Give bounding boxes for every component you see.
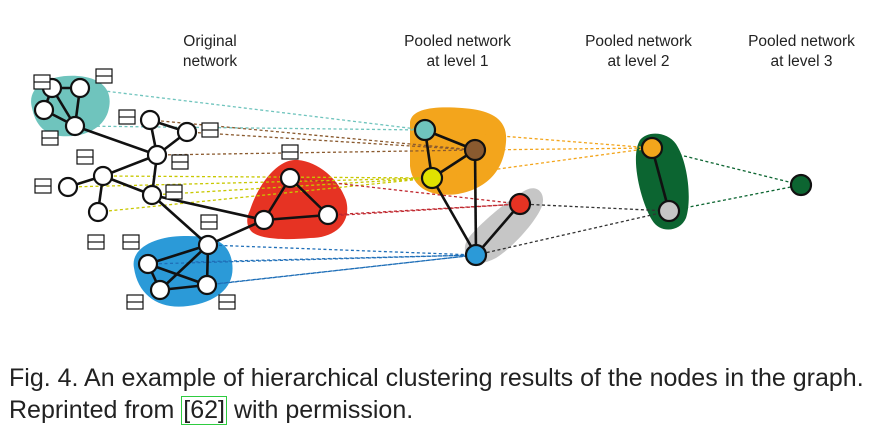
- node: [196, 274, 218, 296]
- dashed-lines-level2: [424, 129, 670, 256]
- node: [92, 165, 114, 187]
- node: [57, 176, 79, 198]
- node: [317, 204, 339, 226]
- node: [279, 167, 301, 189]
- level1-nodes: [413, 118, 532, 267]
- header-level1-line2: at level 1: [426, 53, 489, 70]
- node: [137, 253, 159, 275]
- node: [87, 201, 109, 223]
- figure-caption: Fig. 4. An example of hierarchical clust…: [9, 362, 889, 426]
- node: [253, 209, 275, 231]
- caption-prefix: Fig. 4. An example of hierarchical clust…: [9, 364, 864, 424]
- original-network-nodes: [33, 77, 339, 301]
- header-level2-line2: at level 2: [607, 53, 670, 70]
- node-teal: [413, 118, 437, 142]
- dashed-lines-level3: [651, 147, 802, 212]
- node-red: [508, 192, 532, 216]
- header-level2: Pooled network at level 2: [566, 32, 711, 72]
- level3-node: [789, 173, 813, 197]
- header-original: Original network: [150, 32, 270, 72]
- node-brown: [463, 138, 487, 162]
- node: [149, 279, 171, 301]
- clustering-figure: [31, 68, 813, 310]
- node: [176, 121, 198, 143]
- node-gray: [657, 199, 681, 223]
- header-original-line1: Original: [183, 33, 237, 50]
- node: [141, 184, 163, 206]
- node-yellow: [420, 166, 444, 190]
- node: [146, 144, 168, 166]
- header-level2-line1: Pooled network: [585, 33, 692, 50]
- level2-nodes: [640, 136, 681, 223]
- caption-suffix: with permission.: [227, 396, 414, 424]
- header-level1-line1: Pooled network: [404, 33, 511, 50]
- header-level3-line1: Pooled network: [748, 33, 855, 50]
- node-orange: [640, 136, 664, 160]
- citation-link[interactable]: [62]: [181, 396, 227, 425]
- node-blue: [464, 243, 488, 267]
- header-level3: Pooled network at level 3: [729, 32, 874, 72]
- node: [139, 109, 161, 131]
- header-level3-line2: at level 3: [770, 53, 833, 70]
- node: [33, 99, 55, 121]
- node: [69, 77, 91, 99]
- header-level1: Pooled network at level 1: [385, 32, 530, 72]
- node: [64, 115, 86, 137]
- header-original-line2: network: [182, 53, 238, 70]
- node: [197, 234, 219, 256]
